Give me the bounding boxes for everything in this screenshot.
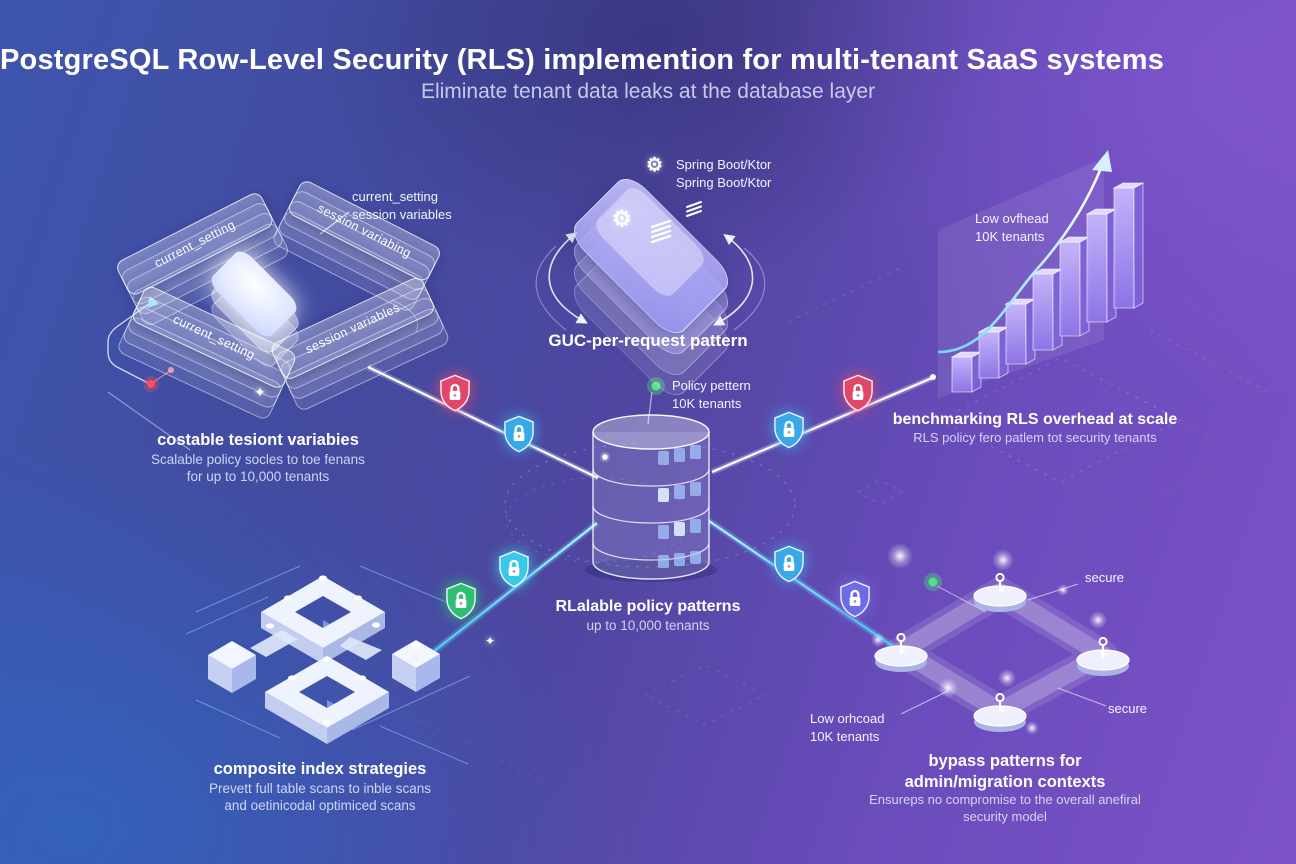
red-endpoint-dot xyxy=(147,380,155,388)
key-node-right xyxy=(1076,636,1130,676)
caption-heading: GUC-per-request pattern xyxy=(548,331,748,350)
caption-sub2: security model xyxy=(963,809,1047,825)
green-dot xyxy=(928,577,938,587)
cyan-arrowhead-icon xyxy=(147,296,159,308)
shield-lock-icon-red xyxy=(438,374,472,412)
dashed-grid-decoration xyxy=(419,267,1273,783)
policy-annotation: Policy pettern 10K tenants xyxy=(672,377,751,412)
session-annotation: current_setting session variables xyxy=(352,188,452,223)
annotation-line1: Policy pettern xyxy=(672,378,751,393)
page-title: PostgreSQL Row-Level Security (RLS) impl… xyxy=(0,44,1165,76)
table-cell-marks xyxy=(658,445,701,568)
secure-label-top: secure xyxy=(1085,570,1125,585)
shield-lock-icon-red xyxy=(841,374,875,412)
annotation-line1: Low orhcoad xyxy=(810,711,885,726)
bar-series xyxy=(950,182,1145,393)
spring-coil-icon xyxy=(686,201,702,217)
key-node-top xyxy=(973,572,1027,612)
caption-line: Scalable policy socles to toe fenans xyxy=(151,451,365,467)
key-node-bottom xyxy=(973,692,1027,732)
shield-lock-icon-blue xyxy=(772,545,806,583)
key-node-left xyxy=(874,632,928,672)
session-cluster-connectors xyxy=(107,211,418,451)
guc-caption: GUC-per-request pattern xyxy=(498,330,798,351)
guc-layer-stack xyxy=(565,171,736,403)
cyan-flow-lines xyxy=(430,518,899,655)
policy-annotation-pointer xyxy=(647,377,665,425)
caption-line: for up to 10,000 tenants xyxy=(186,469,330,485)
spring-coil-icon xyxy=(650,219,672,244)
database-caption: RLalable policy patterns up to 10,000 te… xyxy=(498,597,798,635)
annotation-line2: 10K tenants xyxy=(810,728,880,744)
caption-line: and oetinicodal optimiced scans xyxy=(224,798,416,814)
database-cylinder xyxy=(585,414,717,582)
header: PostgreSQL Row-Level Security (RLS) impl… xyxy=(0,44,1164,77)
bypass-caption: bypass patterns for admin/migration cont… xyxy=(845,751,1165,826)
framework-label: Spring Boot/Ktor Spring Boot/Ktor xyxy=(676,156,771,191)
annotation-line2: session variables xyxy=(352,206,452,222)
framework-line2: Spring Boot/Ktor xyxy=(676,174,772,190)
shield-lock-icon-indigo xyxy=(838,580,872,618)
gear-icon: ⚙ xyxy=(612,206,632,231)
rivet-dots xyxy=(228,575,420,725)
caption-line1: RLalable policy patterns xyxy=(555,598,741,615)
annotation-line1: Low ovfhead xyxy=(975,211,1049,226)
sparkle-icon: ✦ xyxy=(485,634,496,648)
guc-cycle-arrows xyxy=(535,231,766,331)
composite-index-structure xyxy=(185,565,471,765)
benchmark-annotation: Low ovfhead 10K tenants xyxy=(975,210,1049,245)
shield-lock-icon-blue xyxy=(497,550,531,588)
caption-line1: bypass patterns for xyxy=(928,752,1082,770)
glow-dots xyxy=(871,543,1107,735)
green-dot xyxy=(651,381,661,391)
glowing-core-cube xyxy=(206,247,304,372)
caption-line2: admin/migration contexts xyxy=(904,772,1106,791)
session-caption: costable tesiont variabies Scalable poli… xyxy=(108,430,408,486)
composite-index-caption: composite index strategies Prevett full … xyxy=(170,759,470,815)
dashed-orbit xyxy=(504,442,796,568)
page-subtitle: Eliminate tenant data leaks at the datab… xyxy=(420,80,876,103)
bypass-annotation: Low orhcoad 10K tenants xyxy=(810,710,884,745)
annotation-line2: 10K tenants xyxy=(975,228,1045,244)
shield-lock-icon-blue xyxy=(502,415,536,453)
annotation-line2: 10K tenants xyxy=(672,395,742,411)
benchmark-caption: benchmarking RLS overhead at scale RLS p… xyxy=(865,410,1205,447)
annotation-line1: current_setting xyxy=(352,189,438,204)
growth-arrowhead-icon xyxy=(1092,150,1112,172)
secure-label-bottom: secure xyxy=(1108,701,1148,716)
caption-heading: benchmarking RLS overhead at scale xyxy=(892,411,1178,428)
white-flow-lines xyxy=(366,364,936,481)
caption-sub1: Ensureps no compromise to the overall an… xyxy=(869,792,1141,808)
sparkle-icon: ✦ xyxy=(254,384,266,400)
caption-line2: up to 10,000 tenants xyxy=(586,618,710,633)
caption-heading: costable tesiont variabies xyxy=(157,431,359,449)
framework-line1: Spring Boot/Ktor xyxy=(676,157,772,172)
benchmark-chart xyxy=(937,150,1145,398)
caption-subheading: RLS policy fero patlem tot security tena… xyxy=(913,430,1157,445)
gear-icon: ⚙ xyxy=(646,155,664,176)
caption-heading: composite index strategies xyxy=(213,760,427,778)
shield-lock-icon-green xyxy=(444,582,478,620)
shield-lock-icon-blue xyxy=(772,411,806,449)
caption-line: Prevett full table scans to inble scans xyxy=(208,780,432,796)
